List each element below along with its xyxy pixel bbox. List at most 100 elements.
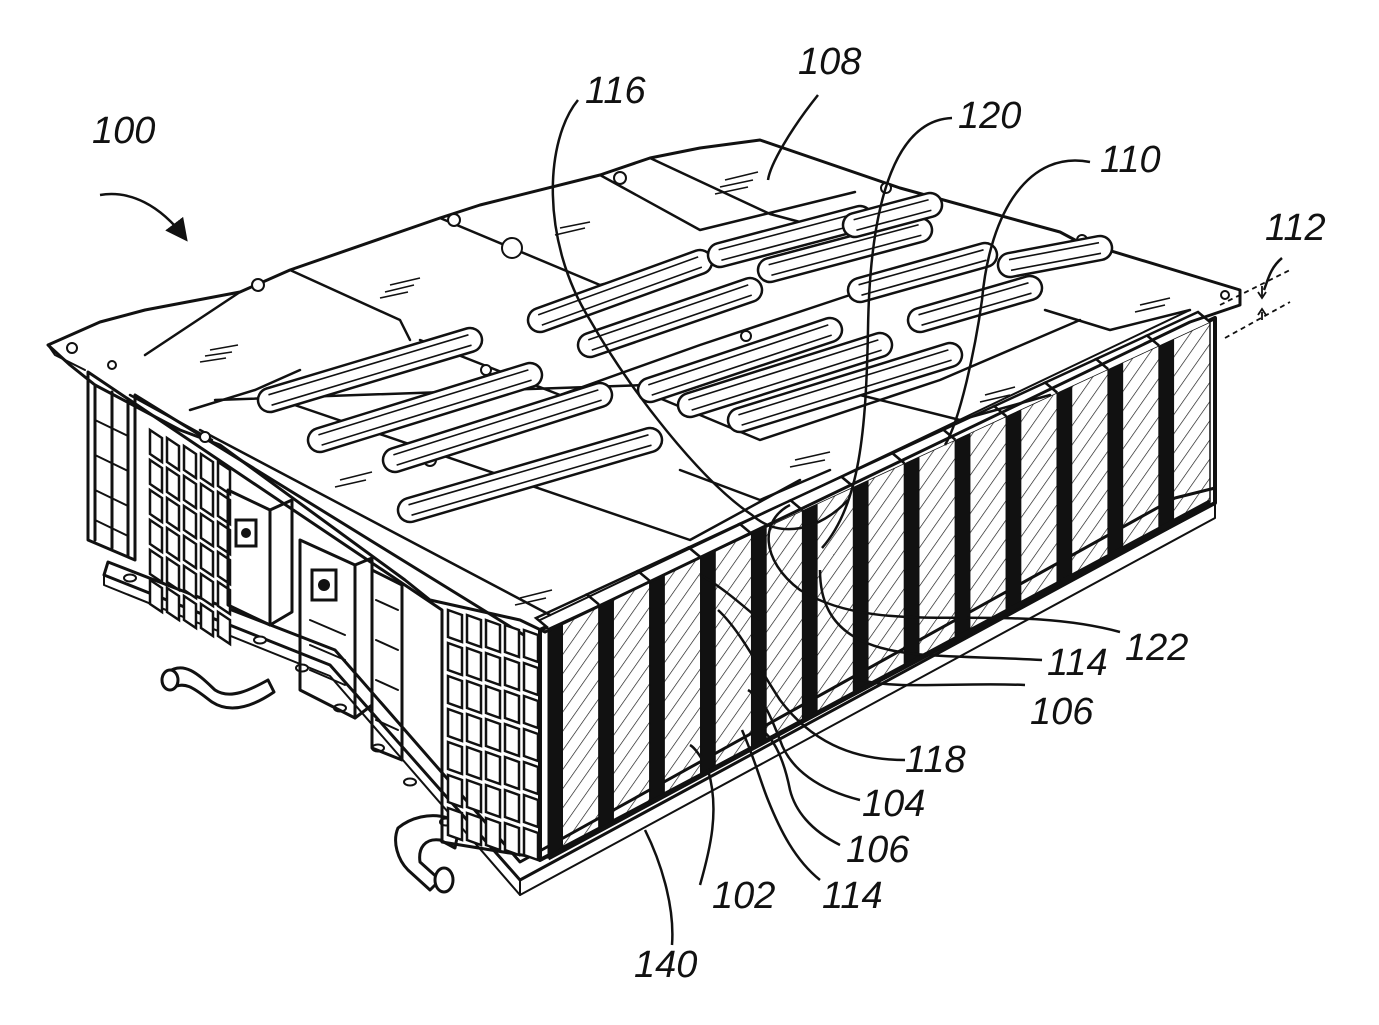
grid-cell bbox=[167, 588, 179, 620]
dimension-112 bbox=[1220, 270, 1290, 338]
cooling-plate bbox=[599, 598, 613, 831]
grid-cell bbox=[167, 498, 179, 530]
grid-cell bbox=[486, 653, 500, 685]
grid-cell bbox=[184, 596, 196, 628]
end-face-cell-grid-lower bbox=[448, 610, 538, 860]
cooling-plate bbox=[650, 574, 664, 803]
grid-cell bbox=[505, 757, 519, 789]
grid-cell bbox=[524, 828, 538, 860]
grid-cell bbox=[167, 528, 179, 560]
label-110: 110 bbox=[1100, 139, 1161, 181]
grid-cell bbox=[448, 610, 462, 642]
grid-cell bbox=[201, 544, 213, 576]
grid-cell bbox=[467, 747, 481, 779]
leader-108 bbox=[768, 95, 818, 180]
grid-cell bbox=[150, 580, 162, 612]
cooling-plate bbox=[1057, 386, 1071, 584]
cell bbox=[919, 440, 956, 659]
label-122: 122 bbox=[1125, 627, 1188, 669]
coolant-hose-upper bbox=[162, 668, 274, 708]
grid-cell bbox=[448, 709, 462, 741]
leader-106b bbox=[762, 730, 840, 845]
cell bbox=[1071, 369, 1108, 576]
grid-cell bbox=[201, 454, 213, 486]
grid-cell bbox=[524, 696, 538, 728]
grid-cell bbox=[448, 742, 462, 774]
grid-cell bbox=[524, 795, 538, 827]
rib-slot bbox=[998, 236, 1112, 277]
cooling-plate bbox=[803, 504, 817, 721]
label-100: 100 bbox=[92, 110, 155, 152]
label-118: 118 bbox=[905, 739, 966, 781]
grid-cell bbox=[448, 775, 462, 807]
grid-cell bbox=[505, 790, 519, 822]
grid-cell bbox=[448, 676, 462, 708]
cell bbox=[1021, 393, 1058, 604]
grid-cell bbox=[486, 620, 500, 652]
grid-cell bbox=[486, 818, 500, 850]
grid-cell bbox=[150, 550, 162, 582]
cell bbox=[664, 557, 701, 795]
label-106-upper: 106 bbox=[1030, 691, 1094, 733]
cell bbox=[1173, 322, 1210, 522]
cell bbox=[1122, 346, 1159, 550]
cooling-plate bbox=[752, 527, 766, 748]
grid-cell bbox=[467, 681, 481, 713]
label-108: 108 bbox=[798, 41, 861, 83]
grid-cell bbox=[184, 536, 196, 568]
grid-cell bbox=[201, 574, 213, 606]
grid-cell bbox=[184, 446, 196, 478]
cooling-plate bbox=[854, 480, 868, 694]
grid-cell bbox=[448, 643, 462, 675]
grid-cell bbox=[150, 490, 162, 522]
grid-cell bbox=[184, 506, 196, 538]
grid-cell bbox=[467, 648, 481, 680]
label-114-lower: 114 bbox=[822, 875, 883, 917]
grid-cell bbox=[486, 686, 500, 718]
grid-cell bbox=[167, 468, 179, 500]
grid-cell bbox=[505, 691, 519, 723]
cooling-plate bbox=[1006, 410, 1020, 612]
grid-cell bbox=[524, 663, 538, 695]
end-face-cell-grid-upper bbox=[150, 430, 230, 644]
cell bbox=[970, 416, 1007, 631]
grid-cell bbox=[218, 612, 230, 644]
label-112: 112 bbox=[1265, 207, 1326, 249]
grid-cell bbox=[201, 484, 213, 516]
cooling-plate bbox=[701, 551, 715, 776]
leader-140 bbox=[645, 830, 672, 945]
label-102: 102 bbox=[712, 875, 775, 917]
cooling-plate bbox=[548, 621, 562, 858]
connector-module-1 bbox=[228, 490, 292, 625]
grid-cell bbox=[201, 514, 213, 546]
label-106-lower: 106 bbox=[846, 829, 910, 871]
grid-cell bbox=[486, 752, 500, 784]
leader-100 bbox=[100, 194, 185, 238]
connector-module-2 bbox=[300, 540, 372, 718]
grid-cell bbox=[486, 785, 500, 817]
grid-cell bbox=[167, 438, 179, 470]
leader-112 bbox=[1264, 258, 1282, 290]
label-140: 140 bbox=[634, 944, 697, 986]
grid-cell bbox=[184, 476, 196, 508]
cooling-plate bbox=[955, 433, 969, 639]
grid-cell bbox=[467, 714, 481, 746]
grid-cell bbox=[524, 762, 538, 794]
cell bbox=[562, 604, 599, 850]
grid-cell bbox=[150, 520, 162, 552]
label-116: 116 bbox=[585, 70, 646, 112]
grid-cell bbox=[150, 430, 162, 462]
label-114-upper: 114 bbox=[1047, 642, 1108, 684]
cooling-plate bbox=[1159, 339, 1173, 529]
grid-cell bbox=[524, 630, 538, 662]
cooling-plate bbox=[1108, 362, 1122, 556]
cell bbox=[715, 534, 752, 768]
grid-cell bbox=[201, 604, 213, 636]
grid-cell bbox=[505, 724, 519, 756]
grid-cell bbox=[467, 615, 481, 647]
grid-cell bbox=[524, 729, 538, 761]
cooling-plate bbox=[904, 457, 918, 667]
label-104: 104 bbox=[862, 783, 925, 825]
